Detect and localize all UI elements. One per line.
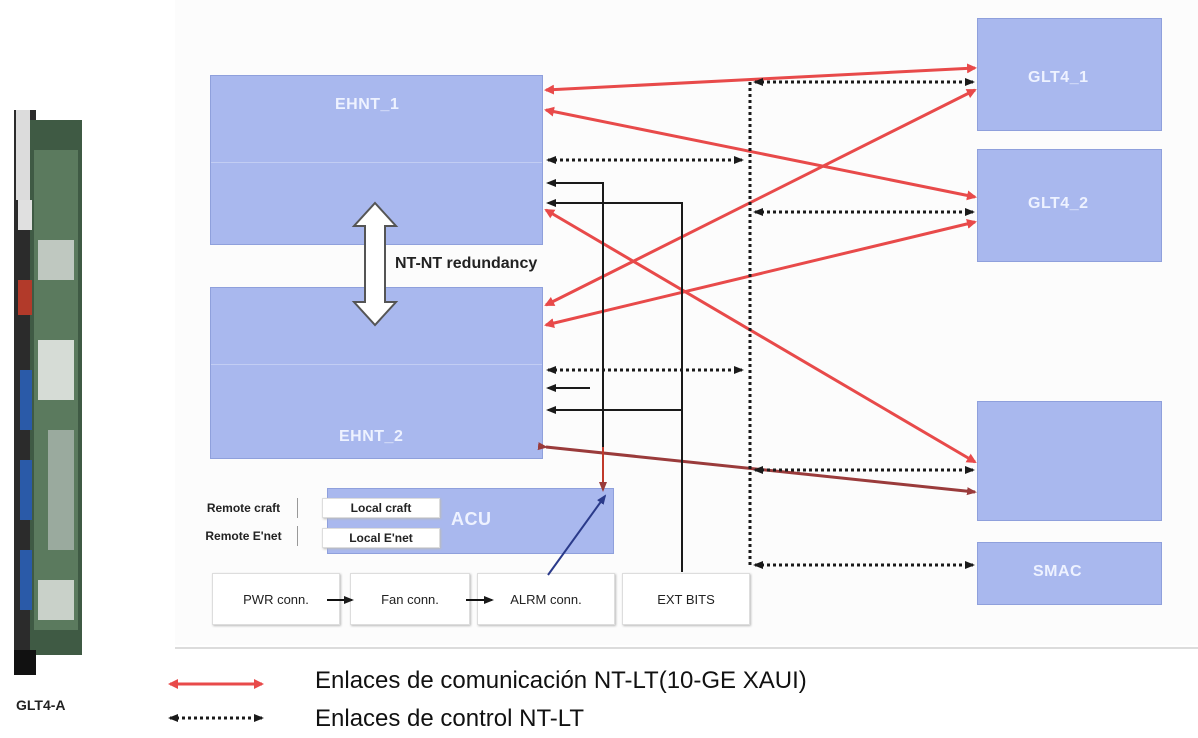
- link-ehnt2-nslt: [546, 447, 975, 492]
- legend-control-label: Enlaces de control NT-LT: [315, 705, 584, 733]
- link-ehnt1-glt41: [546, 68, 975, 90]
- alrm-to-acu-arrow: [548, 496, 605, 575]
- redundancy-arrow: [354, 203, 396, 325]
- legend-communication-label: Enlaces de comunicación NT-LT(10-GE XAUI…: [315, 667, 807, 695]
- link-ehnt1-nslt: [546, 210, 975, 462]
